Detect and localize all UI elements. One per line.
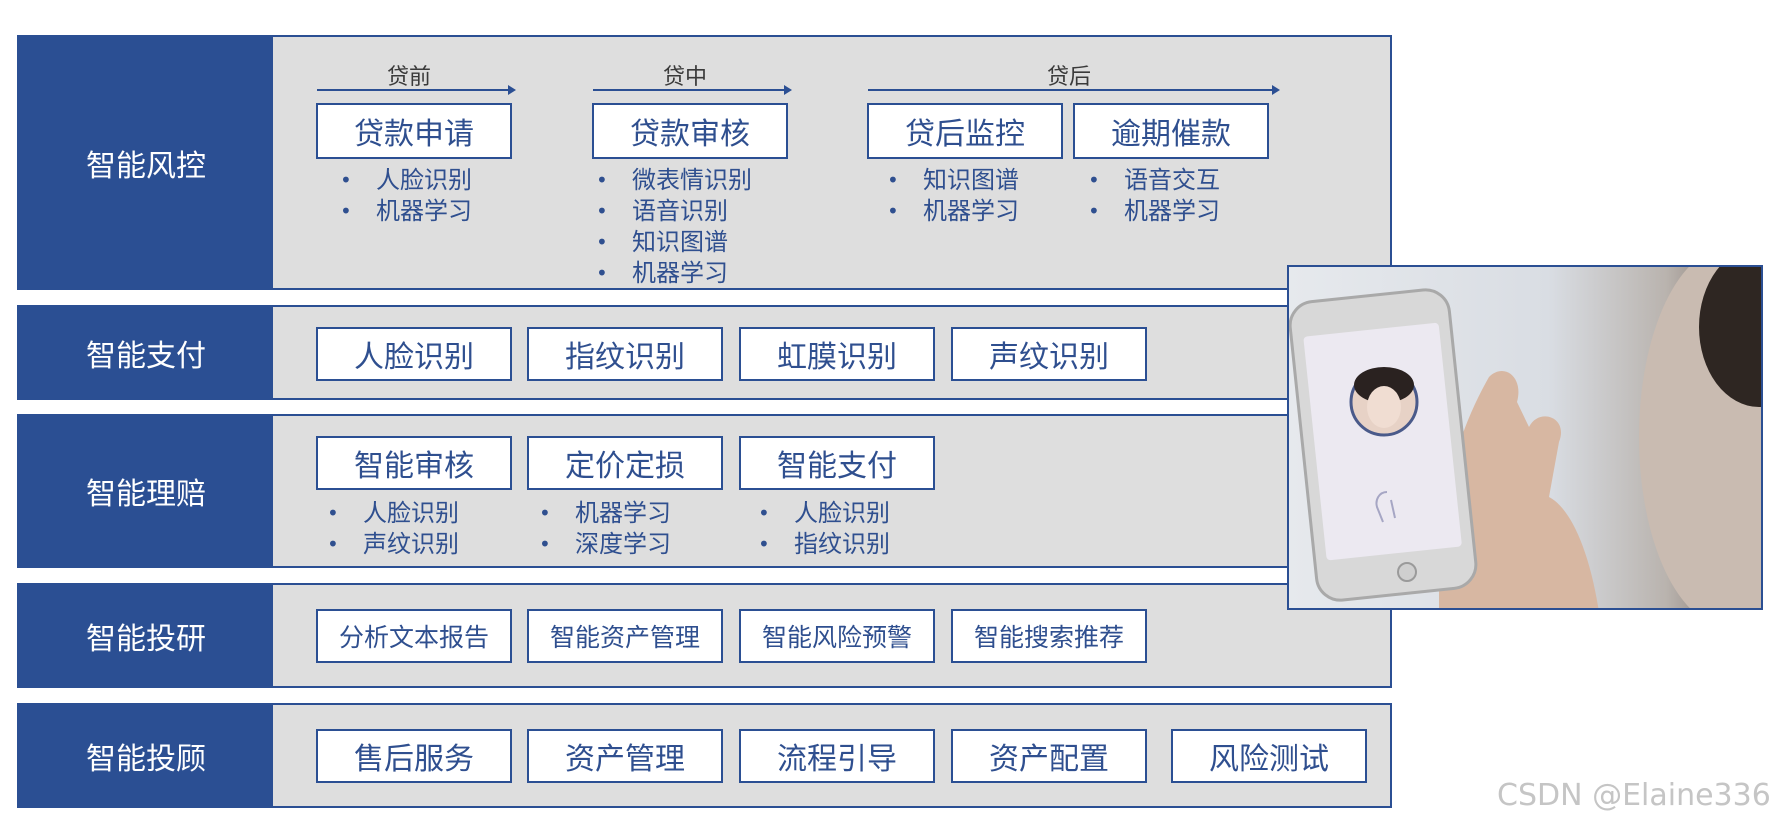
bullet-item: 指纹识别: [752, 529, 890, 560]
bullet-item: 语音识别: [590, 196, 752, 227]
bullet-item: 人脸识别: [752, 498, 890, 529]
box-overdue-collection: 逾期催款: [1073, 103, 1269, 159]
band-risk-control: 智能风控 贷前 贷中 贷后 贷款申请 贷款审核 贷后监控 逾期催款 人脸识别 机…: [17, 35, 1392, 290]
band-label-risk-control: 智能风控: [19, 37, 273, 288]
box-smart-review: 智能审核: [316, 436, 512, 490]
bullet-item: 微表情识别: [590, 165, 752, 196]
phase-mid-loan: 贷中: [662, 65, 707, 90]
bullet-item: 声纹识别: [321, 529, 459, 560]
box-risk-warning: 智能风险预警: [739, 609, 935, 663]
box-smart-payment: 智能支付: [739, 436, 935, 490]
box-search-recommend: 智能搜索推荐: [951, 609, 1147, 663]
bullet-item: 机器学习: [334, 196, 472, 227]
arrow-pre-loan: [317, 85, 516, 95]
bullets-loan-review: 微表情识别 语音识别 知识图谱 机器学习: [590, 165, 752, 289]
bullet-item: 机器学习: [881, 196, 1019, 227]
bullets-post-loan-monitor: 知识图谱 机器学习: [881, 165, 1019, 227]
phase-pre-loan: 贷前: [386, 65, 431, 90]
box-text-report-analysis: 分析文本报告: [316, 609, 512, 663]
band-label-claims: 智能理赔: [19, 416, 273, 566]
box-post-loan-monitor: 贷后监控: [867, 103, 1063, 159]
bullets-pricing-loss: 机器学习 深度学习: [533, 498, 671, 560]
band-label-research: 智能投研: [19, 585, 273, 686]
box-voiceprint-recognition: 声纹识别: [951, 327, 1147, 381]
band-label-advisor: 智能投顾: [19, 705, 273, 806]
bullets-smart-review: 人脸识别 声纹识别: [321, 498, 459, 560]
bullet-item: 人脸识别: [334, 165, 472, 196]
band-advisor: 智能投顾 售后服务 资产管理 流程引导 资产配置 风险测试: [17, 703, 1392, 808]
arrow-mid-loan: [593, 85, 792, 95]
box-risk-test: 风险测试: [1171, 729, 1367, 783]
box-loan-application: 贷款申请: [316, 103, 512, 159]
box-fingerprint-recognition: 指纹识别: [527, 327, 723, 381]
phase-post-loan: 贷后: [1046, 65, 1091, 90]
watermark: CSDN @Elaine336: [1497, 778, 1771, 813]
bullet-item: 知识图谱: [590, 227, 752, 258]
bullet-item: 深度学习: [533, 529, 671, 560]
box-asset-allocation: 资产配置: [951, 729, 1147, 783]
band-payment: 智能支付 人脸识别 指纹识别 虹膜识别 声纹识别: [17, 305, 1392, 400]
box-face-recognition: 人脸识别: [316, 327, 512, 381]
bullets-overdue-collection: 语音交互 机器学习: [1082, 165, 1220, 227]
box-iris-recognition: 虹膜识别: [739, 327, 935, 381]
face-recognition-photo: [1287, 265, 1763, 610]
box-process-guide: 流程引导: [739, 729, 935, 783]
box-asset-management: 智能资产管理: [527, 609, 723, 663]
box-after-sales: 售后服务: [316, 729, 512, 783]
bullet-item: 知识图谱: [881, 165, 1019, 196]
bullet-item: 机器学习: [1082, 196, 1220, 227]
arrow-post-loan: [868, 85, 1280, 95]
bullets-smart-payment: 人脸识别 指纹识别: [752, 498, 890, 560]
box-asset-mgmt: 资产管理: [527, 729, 723, 783]
band-claims: 智能理赔 智能审核 定价定损 智能支付 人脸识别 声纹识别 机器学习 深度学习 …: [17, 414, 1392, 568]
bullet-item: 机器学习: [590, 258, 752, 289]
bullet-item: 人脸识别: [321, 498, 459, 529]
band-research: 智能投研 分析文本报告 智能资产管理 智能风险预警 智能搜索推荐: [17, 583, 1392, 688]
box-pricing-loss: 定价定损: [527, 436, 723, 490]
band-label-payment: 智能支付: [19, 307, 273, 398]
bullets-loan-application: 人脸识别 机器学习: [334, 165, 472, 227]
bullet-item: 语音交互: [1082, 165, 1220, 196]
box-loan-review: 贷款审核: [592, 103, 788, 159]
bullet-item: 机器学习: [533, 498, 671, 529]
face-recognition-phone-icon: [1289, 267, 1761, 608]
